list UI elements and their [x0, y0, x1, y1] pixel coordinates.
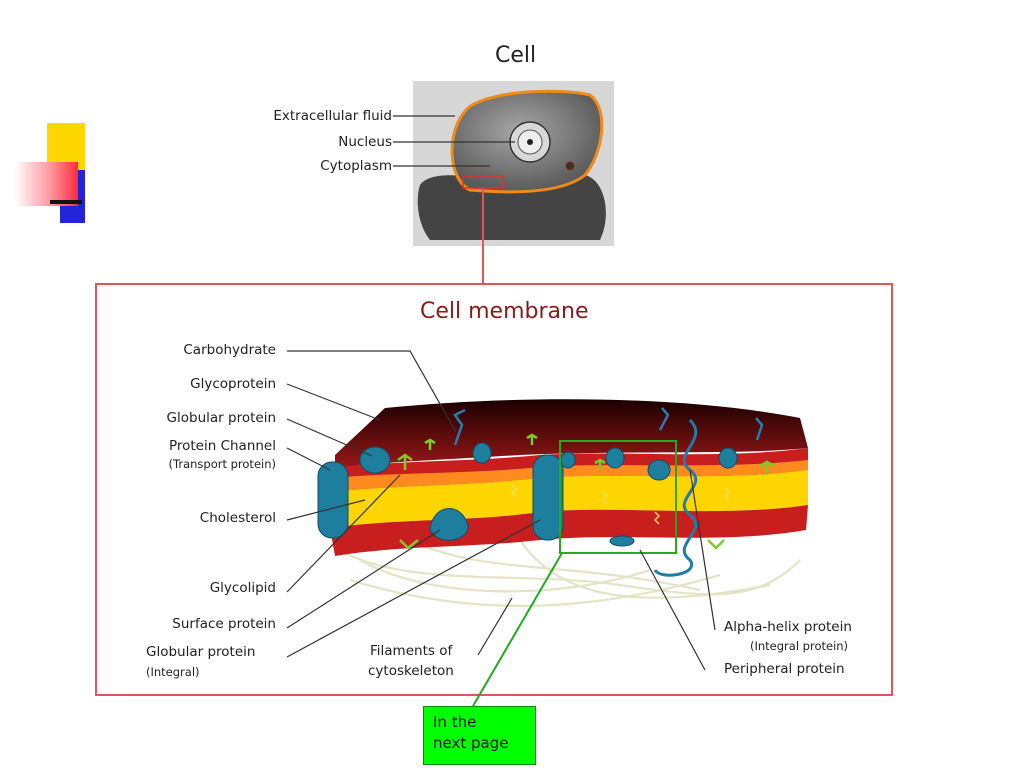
- membrane-illustration: [317, 399, 808, 707]
- label-alpha-helix-sub: (Integral protein): [750, 639, 849, 653]
- label-filaments-2: cytoskeleton: [368, 663, 454, 679]
- label-protein-channel: Protein Channel: [168, 438, 276, 454]
- label-peripheral-protein: Peripheral protein: [724, 661, 845, 677]
- label-globular-integral: Globular protein: [146, 644, 256, 660]
- membrane-title: Cell membrane: [420, 299, 589, 324]
- note-line-2: next page: [433, 734, 509, 752]
- label-glycolipid: Glycolipid: [209, 580, 276, 596]
- label-filaments-1: Filaments of: [370, 643, 453, 659]
- label-glycoprotein: Glycoprotein: [190, 376, 276, 392]
- label-carbohydrate: Carbohydrate: [183, 342, 276, 358]
- label-extracellular-fluid: Extracellular fluid: [273, 108, 392, 124]
- label-alpha-helix: Alpha-helix protein: [724, 619, 852, 635]
- next-page-note: In the next page: [423, 706, 536, 765]
- zoom-rectangle: [559, 440, 677, 554]
- label-cytoplasm: Cytoplasm: [320, 158, 392, 174]
- label-protein-channel-sub: (Transport protein): [168, 457, 276, 471]
- note-line-1: In the: [433, 713, 477, 731]
- membrane-frame: [95, 283, 893, 696]
- decor-black-bar: [50, 200, 82, 204]
- label-globular-protein: Globular protein: [166, 410, 276, 426]
- decor-red-gradient: [14, 162, 78, 206]
- label-cholesterol: Cholesterol: [199, 510, 276, 526]
- protein-channel-shape: [317, 461, 349, 539]
- label-globular-integral-sub: (Integral): [146, 665, 200, 679]
- cell-illustration: [417, 89, 606, 283]
- label-nucleus: Nucleus: [338, 134, 392, 150]
- label-surface-protein: Surface protein: [172, 616, 276, 632]
- cell-title: Cell: [495, 43, 537, 68]
